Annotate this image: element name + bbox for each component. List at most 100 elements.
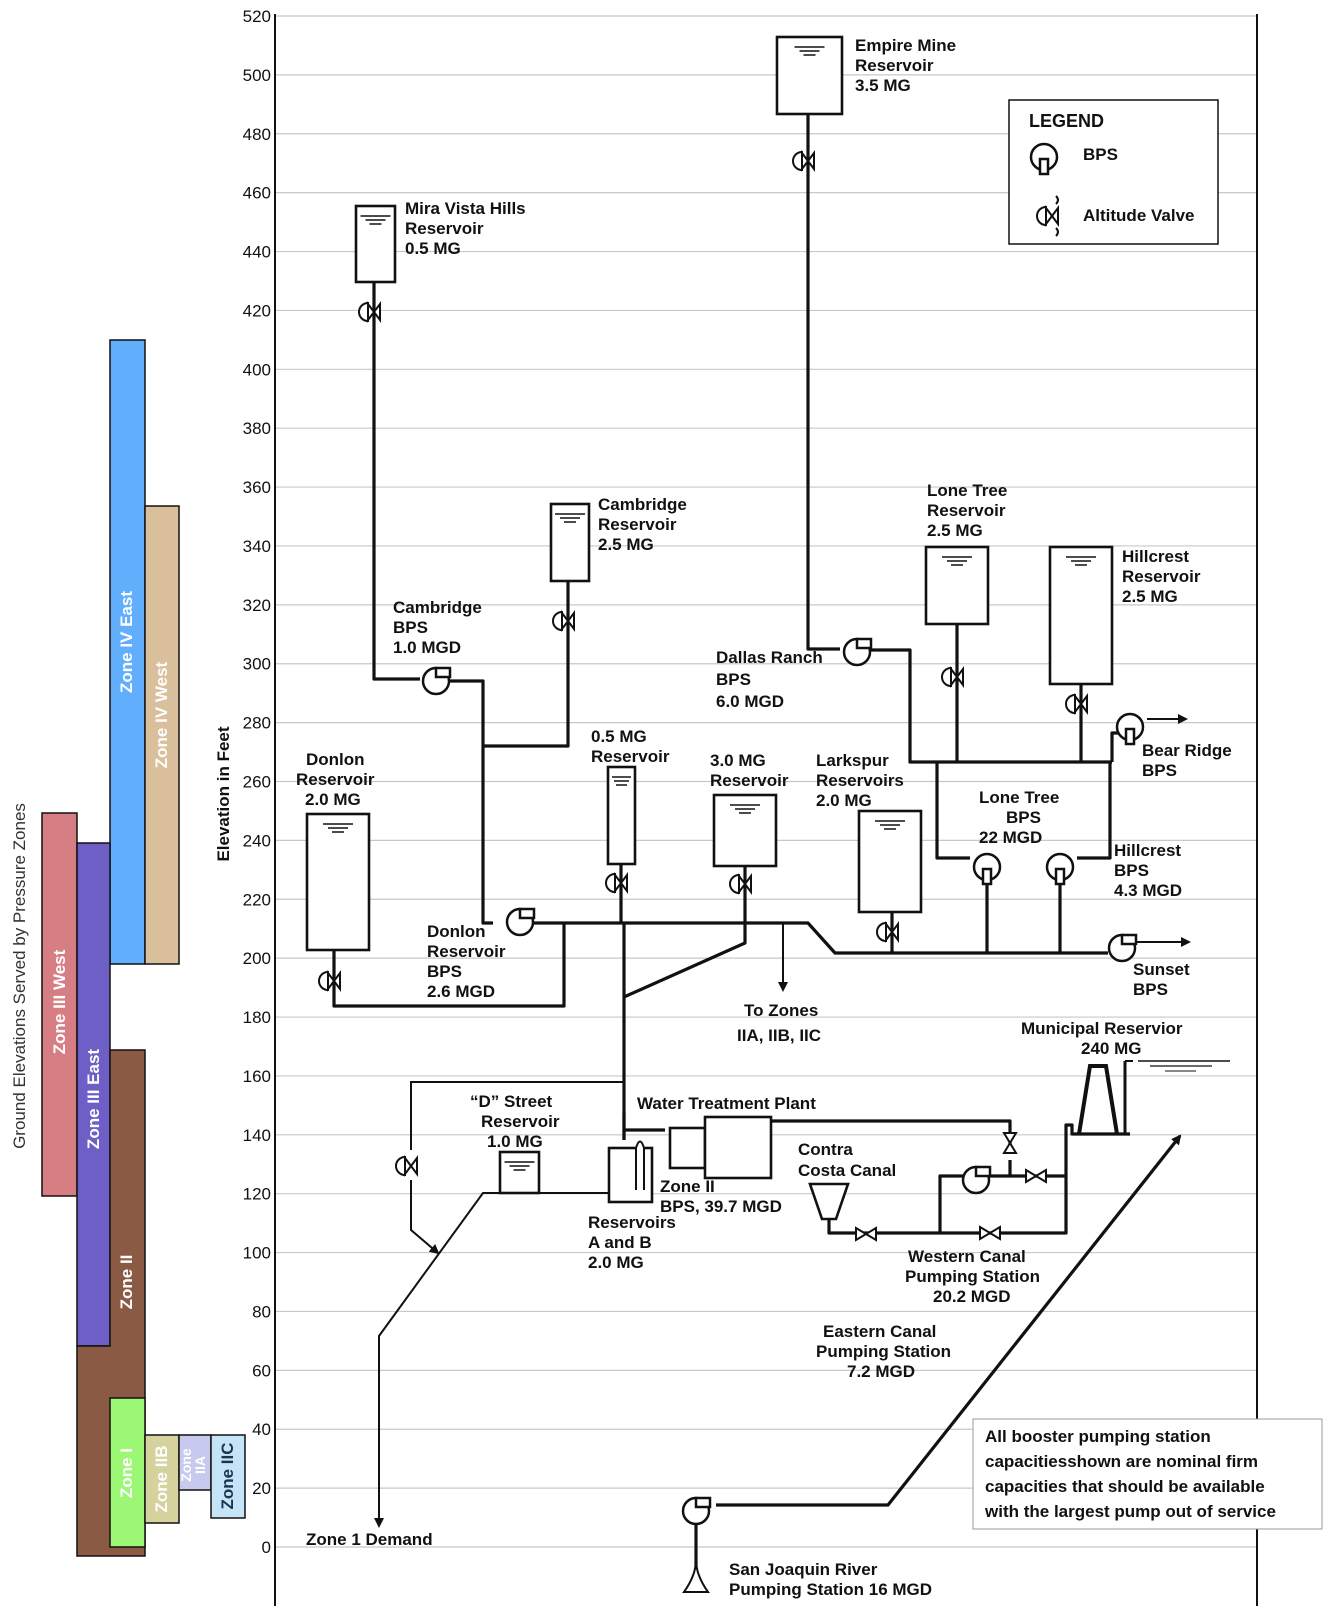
pipe-main-line [534, 921, 1108, 955]
tick-label: 240 [243, 831, 271, 850]
hillcrest-bps-pump [1045, 852, 1075, 886]
pipe-donlon [332, 923, 566, 1008]
dallas-label-2: BPS [716, 670, 751, 689]
res05-label-1: 0.5 MG [591, 727, 647, 746]
valve-canal-1 [855, 1227, 877, 1241]
san-joaquin-label-2: Pumping Station 16 MGD [729, 1580, 932, 1599]
d-street-reservoir-tank [498, 1150, 541, 1195]
bear-ridge-label-2: BPS [1142, 761, 1177, 780]
larkspur-reservoir-tank [857, 809, 923, 914]
hillcrest-bps-label-1: Hillcrest [1114, 841, 1181, 860]
tick-label: 260 [243, 773, 271, 792]
eastern-label-1: Eastern Canal [823, 1322, 936, 1341]
san-joaquin-intake [682, 1559, 710, 1593]
valve-res-30 [729, 874, 752, 894]
contra-costa-canal-symbol [808, 1182, 850, 1221]
zone-iib-label: Zone IIB [152, 1445, 171, 1512]
legend-title: LEGEND [1029, 111, 1104, 131]
valve-donlon [318, 971, 341, 991]
sunset-label-2: BPS [1133, 980, 1168, 999]
tank-water-levels [323, 46, 1096, 1171]
zone-iii-east-bar [76, 842, 111, 1347]
pipe-hillcrest-bps-in [1077, 762, 1112, 860]
res-05-tank [606, 765, 637, 866]
tick-label: 0 [262, 1538, 271, 1557]
lonetree-bps-label-2: BPS [1006, 808, 1041, 827]
pipe-municipal [1066, 1123, 1130, 1136]
res-ab-label-3: 2.0 MG [588, 1253, 644, 1272]
zone-iic-label: Zone IIC [218, 1442, 237, 1509]
larkspur-label-2: Reservoirs [816, 771, 904, 790]
res-30-tank [712, 793, 778, 868]
reservoirs-ab-tank [607, 1146, 654, 1204]
zone-i-label: Zone I [117, 1448, 136, 1498]
pipe-bear-ridge [1110, 731, 1120, 762]
res-ab-label-2: A and B [588, 1233, 652, 1252]
tick-label: 420 [243, 301, 271, 320]
donlon-reservoir-tank [305, 812, 371, 952]
western-label-1: Western Canal [908, 1247, 1026, 1266]
hillcrest-bps-label-2: BPS [1114, 861, 1149, 880]
eastern-label-3: 7.2 MGD [847, 1362, 915, 1381]
larkspur-label-1: Larkspur [816, 751, 889, 770]
res30-label-2: Reservoir [710, 771, 789, 790]
hillcrest-res-label-1: Hillcrest [1122, 547, 1189, 566]
contra-label-2: Costa Canal [798, 1161, 896, 1180]
cambridge-bps-label-1: Cambridge [393, 598, 482, 617]
pipe-cambridge-bps-down [449, 679, 493, 925]
cambridge-res-label-1: Cambridge [598, 495, 687, 514]
tick-label: 380 [243, 419, 271, 438]
san-joaquin-pump [681, 1496, 712, 1526]
to-zones-label-2: IIA, IIB, IIC [737, 1026, 821, 1045]
pipe-dstreet-top [410, 1081, 624, 1150]
cambridge-bps-pump [421, 666, 452, 696]
bear-ridge-label-1: Bear Ridge [1142, 741, 1232, 760]
labels: Empire Mine Reservoir 3.5 MG Mira Vista … [296, 36, 1232, 1599]
wtp-block-1 [668, 1126, 707, 1170]
zone-ii-bps-symbol [635, 1140, 645, 1190]
empire-label-3: 3.5 MG [855, 76, 911, 95]
tick-label: 440 [243, 243, 271, 262]
donlon-bps-label-3: BPS [427, 962, 462, 981]
western-label-3: 20.2 MGD [933, 1287, 1010, 1306]
note-line-3: capacities that should be available [985, 1477, 1265, 1496]
lone-tree-reservoir-tank [924, 545, 990, 626]
mira-vista-reservoir-tank [354, 204, 397, 284]
tick-label: 480 [243, 125, 271, 144]
reservoirs [305, 35, 1230, 1593]
tick-label: 500 [243, 66, 271, 85]
zone2-bps-label-2: BPS, 39.7 MGD [660, 1197, 782, 1216]
eastern-label-2: Pumping Station [816, 1342, 951, 1361]
tick-label: 340 [243, 537, 271, 556]
valve-mira-vista [358, 302, 381, 322]
empire-mine-reservoir-tank [775, 35, 844, 116]
res30-label-1: 3.0 MG [710, 751, 766, 770]
tick-label: 320 [243, 596, 271, 615]
to-zones-label-1: To Zones [744, 1001, 818, 1020]
valve-empire [792, 151, 815, 171]
hillcrest-res-label-2: Reservoir [1122, 567, 1201, 586]
axis-title: Elevation in Feet [214, 726, 233, 861]
tick-label: 160 [243, 1067, 271, 1086]
empire-label-1: Empire Mine [855, 36, 956, 55]
footnote: All booster pumping station capacitiessh… [972, 1418, 1323, 1530]
tick-label: 100 [243, 1244, 271, 1263]
sunset-label-1: Sunset [1133, 960, 1190, 979]
valve-wtp-out [1003, 1132, 1017, 1154]
valve-larkspur [876, 922, 899, 942]
donlon-res-label-2: Reservoir [296, 770, 375, 789]
pipe-diagonal [623, 923, 747, 999]
d-street-label-2: Reservoir [481, 1112, 560, 1131]
d-street-label-1: “D” Street [470, 1092, 553, 1111]
valve-western-1 [1025, 1169, 1047, 1183]
lonetree-res-label-3: 2.5 MG [927, 521, 983, 540]
western-label-2: Pumping Station [905, 1267, 1040, 1286]
zone-iia-label-1: Zone [178, 1448, 194, 1482]
contra-label-1: Contra [798, 1140, 853, 1159]
pipe-dstreet-valve-out [410, 1180, 440, 1255]
legend: LEGEND BPS Altitude Valve [1008, 99, 1219, 245]
zone-iia-bar [178, 1434, 212, 1491]
zone-iia-label-2: IIA [192, 1456, 208, 1474]
wtp-label: Water Treatment Plant [637, 1094, 816, 1113]
valve-canal-2 [979, 1226, 1001, 1240]
